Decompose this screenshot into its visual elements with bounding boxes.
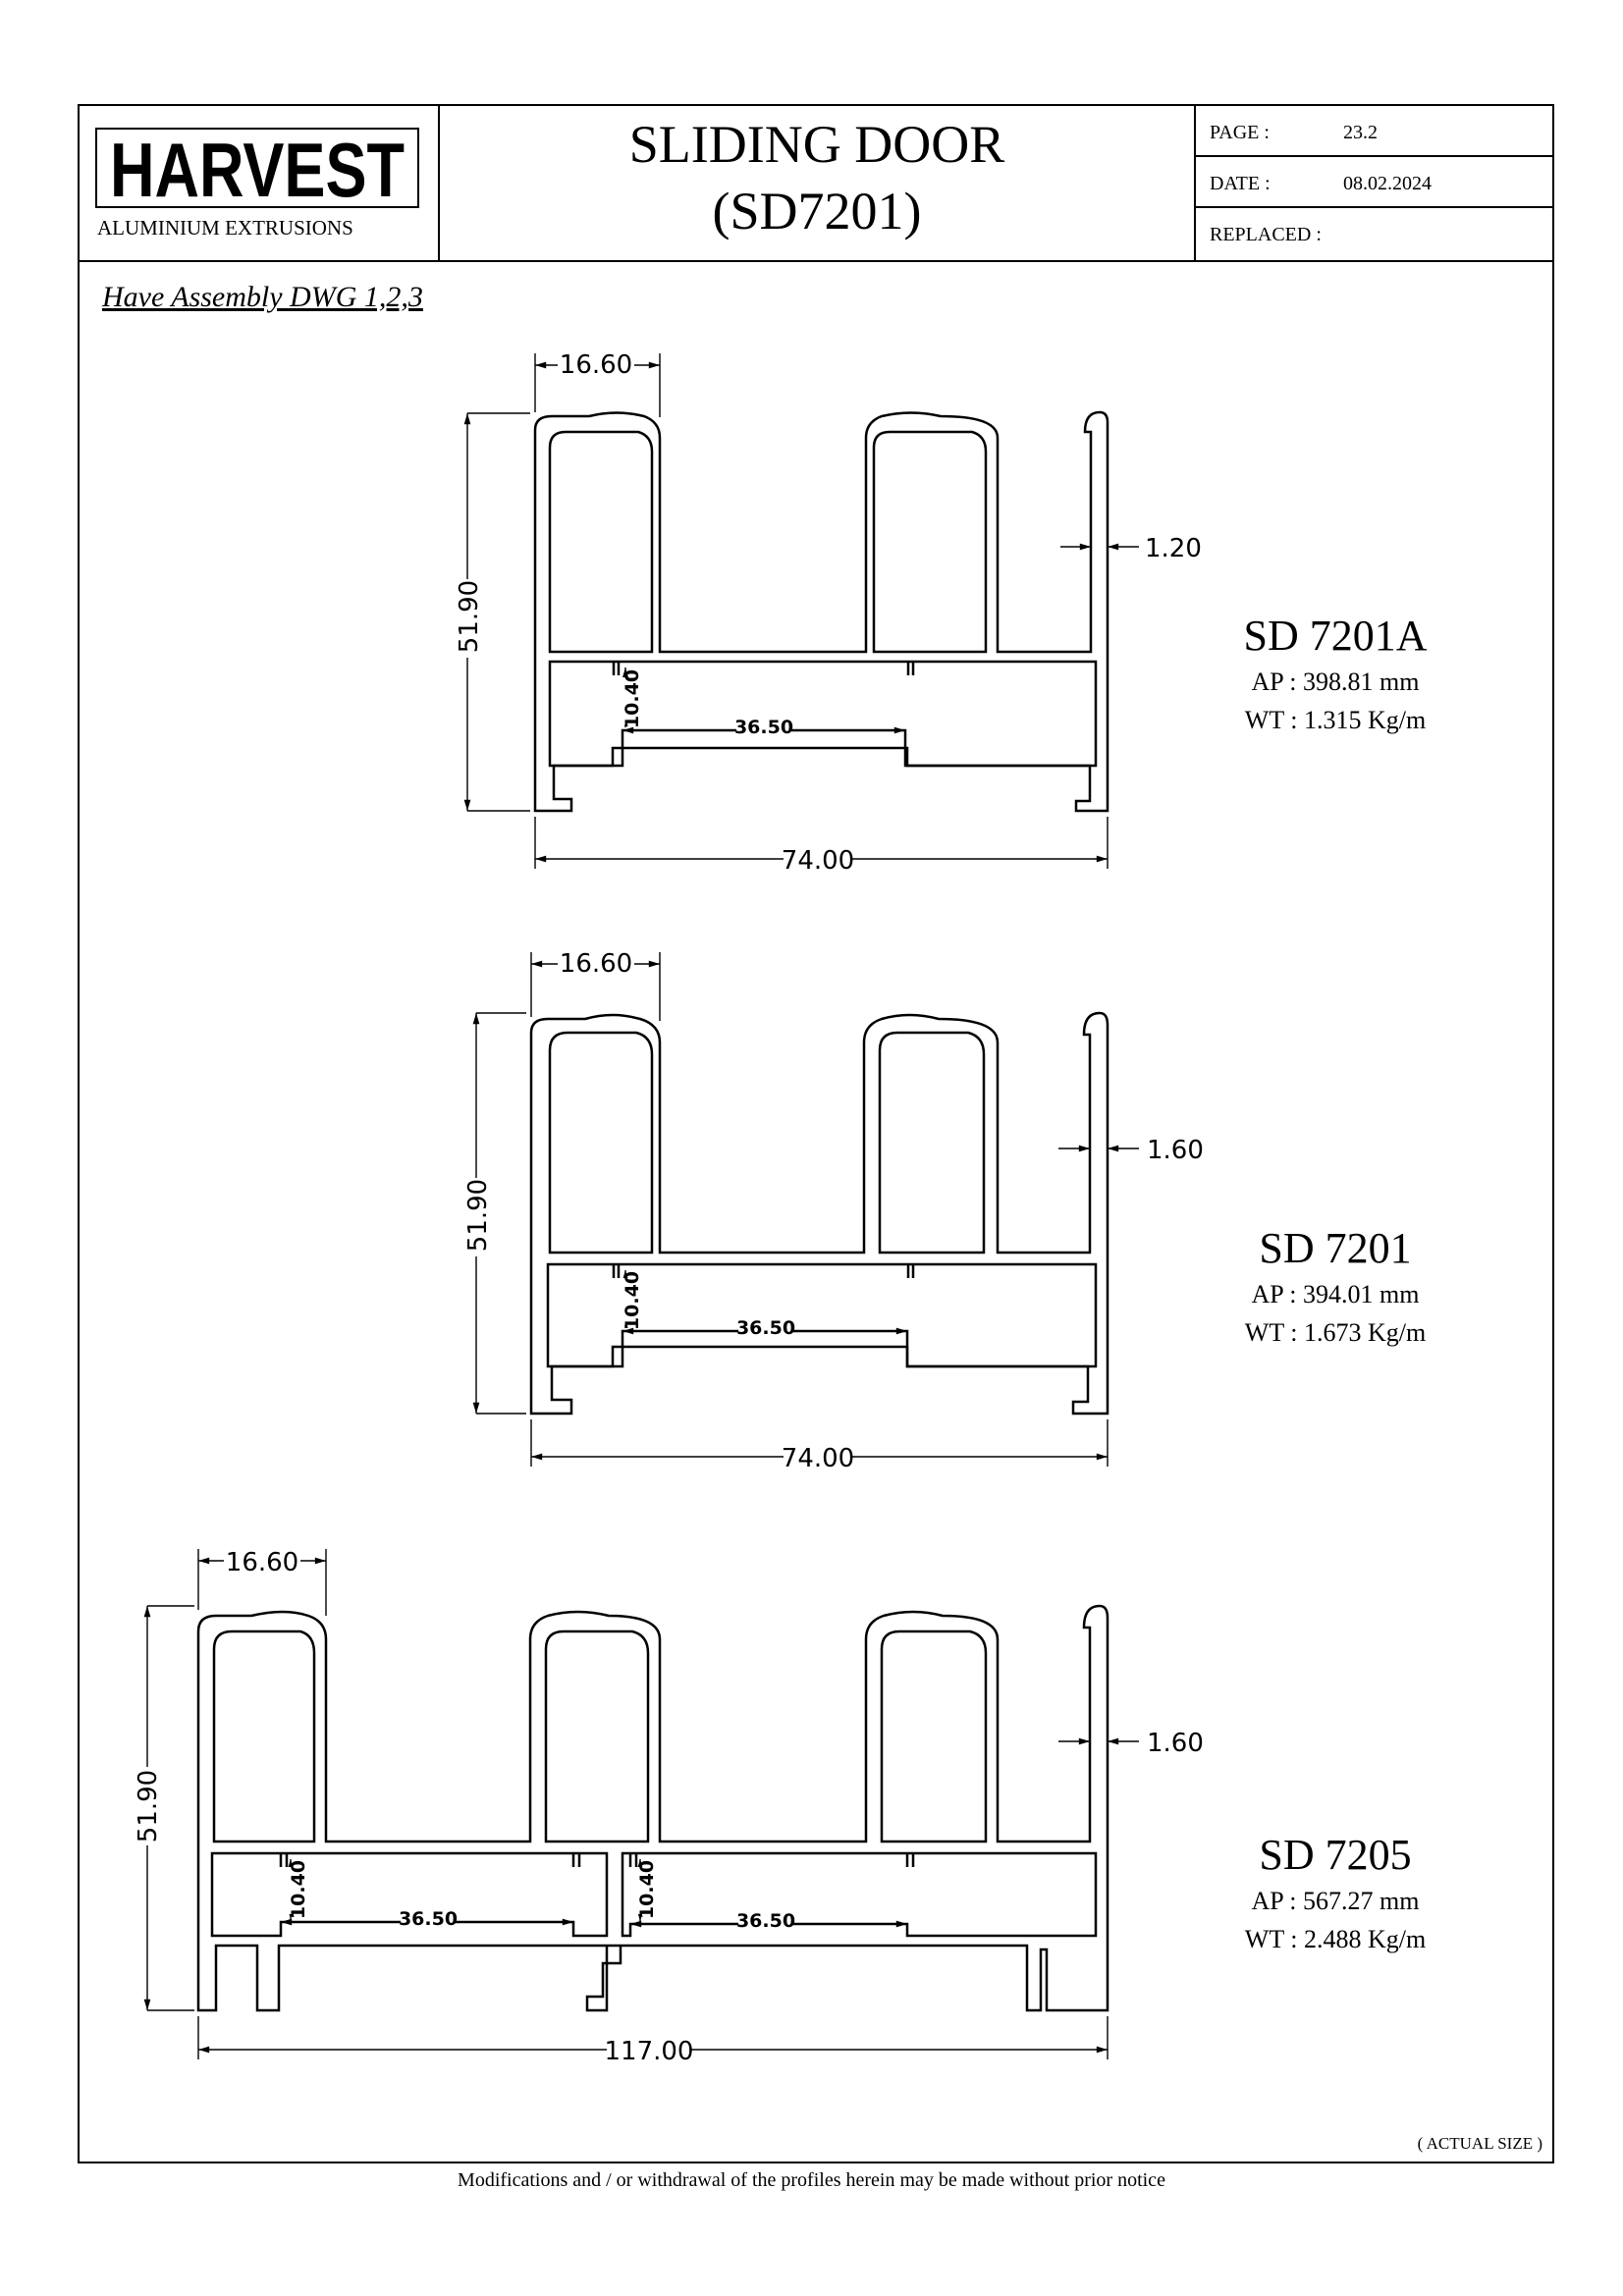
info-cell: PAGE : 23.2 DATE : 08.02.2024 REPLACED : bbox=[1196, 106, 1552, 260]
assembly-note: Have Assembly DWG 1,2,3 bbox=[102, 281, 423, 313]
profile-sd7201-drawing bbox=[472, 952, 1139, 1467]
page-label: PAGE : bbox=[1210, 122, 1270, 143]
drawing-frame: HARVEST ALUMINIUM EXTRUSIONS SLIDING DOO… bbox=[78, 104, 1554, 2163]
profile-wt: WT : 1.673 Kg/m bbox=[1244, 1317, 1427, 1347]
profile-sd7205-info: SD 7205 AP : 567.27 mm WT : 2.488 Kg/m bbox=[1188, 1830, 1483, 1958]
profile-ap: AP : 567.27 mm bbox=[1251, 1886, 1420, 1915]
slot-height-label: 10.40 bbox=[622, 1271, 643, 1330]
drawing-title: SLIDING DOOR bbox=[628, 115, 1005, 174]
slot-height-label: 10.40 bbox=[288, 1860, 309, 1919]
profile-sd7201-dim-labels: 16.60 51.90 74.00 1.60 10.40 36.50 bbox=[461, 946, 1204, 1473]
profile-sd7205-dim-labels: 16.60 51.90 117.00 1.60 10.40 36.50 10.4… bbox=[132, 1545, 1204, 2066]
profile-name: SD 7201A bbox=[1243, 612, 1428, 660]
profile-sd7201-info: SD 7201 AP : 394.01 mm WT : 1.673 Kg/m bbox=[1188, 1223, 1483, 1352]
total-width-label: 74.00 bbox=[782, 1444, 854, 1473]
title-block: HARVEST ALUMINIUM EXTRUSIONS SLIDING DOO… bbox=[80, 106, 1552, 262]
slot-width-label: 36.50 bbox=[736, 1317, 795, 1339]
wall-thickness-label: 1.20 bbox=[1145, 534, 1202, 563]
page-value: 23.2 bbox=[1343, 122, 1378, 143]
profile-sd7201a-dim-labels: 16.60 51.90 74.00 1.20 10.40 36.50 bbox=[452, 347, 1202, 876]
height-label: 51.90 bbox=[463, 1179, 493, 1252]
date-label: DATE : bbox=[1210, 173, 1271, 194]
slot-height-2-label: 10.40 bbox=[636, 1860, 658, 1919]
total-width-label: 117.00 bbox=[605, 2037, 694, 2066]
slot-width-label: 36.50 bbox=[399, 1908, 458, 1930]
profile-wt: WT : 1.315 Kg/m bbox=[1244, 705, 1427, 734]
date-row: DATE : 08.02.2024 bbox=[1196, 157, 1552, 208]
actual-size-note: ( ACTUAL SIZE ) bbox=[1417, 2134, 1542, 2153]
harvest-logo: HARVEST bbox=[95, 128, 419, 213]
profile-sd7201a-info: SD 7201A AP : 398.81 mm WT : 1.315 Kg/m bbox=[1188, 611, 1483, 739]
drawing-code: (SD7201) bbox=[712, 182, 922, 240]
profile-name: SD 7201 bbox=[1259, 1224, 1412, 1272]
profile-ap: AP : 394.01 mm bbox=[1251, 1279, 1420, 1308]
title-cell: SLIDING DOOR (SD7201) bbox=[440, 106, 1196, 260]
logo-wordmark: HARVEST bbox=[110, 128, 405, 213]
profile-sd7201-dims bbox=[472, 952, 1139, 1467]
height-label: 51.90 bbox=[134, 1770, 163, 1842]
replaced-row: REPLACED : bbox=[1196, 208, 1552, 260]
wall-thickness-label: 1.60 bbox=[1147, 1729, 1204, 1758]
profile-sd7201-outline bbox=[529, 1011, 1109, 1415]
slot-height-label: 10.40 bbox=[622, 669, 643, 728]
slot-width-label: 36.50 bbox=[734, 717, 793, 738]
slot-width-2-label: 36.50 bbox=[736, 1910, 795, 1932]
profile-sd7201a-drawing bbox=[463, 353, 1139, 869]
date-value: 08.02.2024 bbox=[1343, 173, 1432, 194]
profile-name: SD 7205 bbox=[1259, 1831, 1412, 1879]
footer-note: Modifications and / or withdrawal of the… bbox=[458, 2169, 1165, 2191]
profile-ap: AP : 398.81 mm bbox=[1251, 667, 1420, 696]
flange-width-label: 16.60 bbox=[560, 350, 632, 380]
flange-width-label: 16.60 bbox=[226, 1548, 298, 1577]
height-label: 51.90 bbox=[455, 580, 484, 653]
profile-sd7205-drawing bbox=[143, 1549, 1139, 2059]
total-width-label: 74.00 bbox=[782, 846, 854, 876]
page-row: PAGE : 23.2 bbox=[1196, 106, 1552, 157]
profile-wt: WT : 2.488 Kg/m bbox=[1244, 1924, 1427, 1953]
profile-sd7201a-outline bbox=[533, 410, 1109, 813]
logo-cell: HARVEST ALUMINIUM EXTRUSIONS bbox=[80, 106, 440, 260]
profile-sd7205-outline bbox=[196, 1604, 1109, 2012]
profile-drawings: 16.60 51.90 74.00 1.20 10.40 36.50 bbox=[132, 347, 1204, 2066]
wall-thickness-label: 1.60 bbox=[1147, 1136, 1204, 1165]
logo-subtitle: ALUMINIUM EXTRUSIONS bbox=[97, 216, 353, 240]
flange-width-label: 16.60 bbox=[560, 949, 632, 979]
replaced-label: REPLACED : bbox=[1210, 224, 1322, 245]
